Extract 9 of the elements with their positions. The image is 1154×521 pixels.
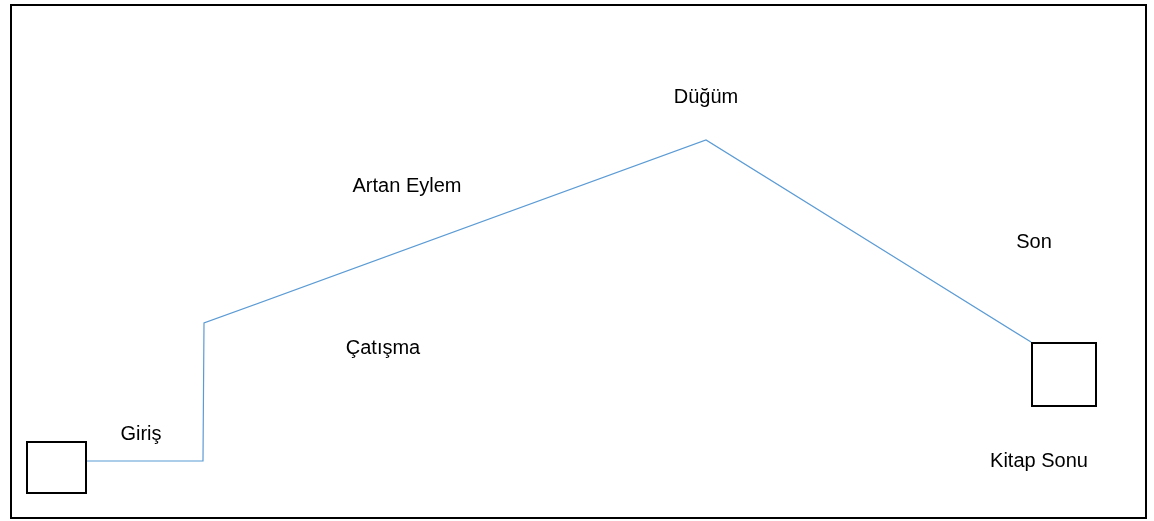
empty-box xyxy=(26,441,87,494)
node-label: Kitap Sonu xyxy=(990,448,1088,472)
stage-label: Çatışma xyxy=(345,335,421,359)
stage-label: Düğüm xyxy=(673,84,739,108)
stage-label: Giriş xyxy=(120,421,162,445)
plot-line xyxy=(86,139,1032,462)
stage-label: Son xyxy=(1016,229,1052,253)
stage-label: Artan Eylem xyxy=(352,173,462,197)
empty-box xyxy=(1031,342,1097,407)
